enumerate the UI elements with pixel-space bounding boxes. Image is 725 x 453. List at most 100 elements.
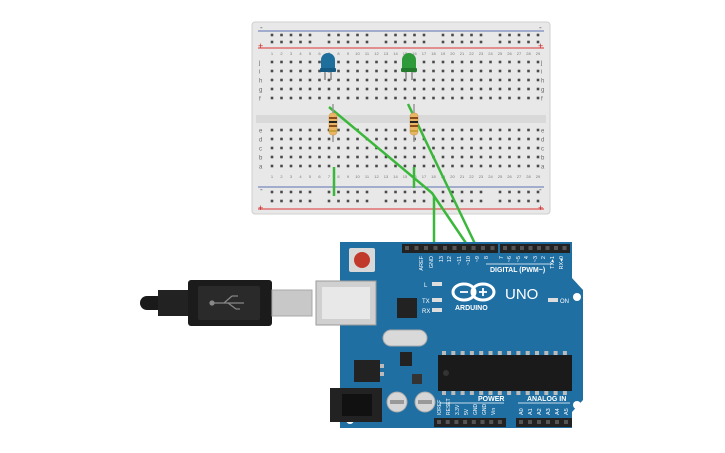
column-number: 16: [412, 51, 417, 56]
header-pin: [443, 246, 447, 250]
rail-hole: [337, 40, 340, 44]
rail-hole: [498, 33, 502, 37]
rail-hole: [394, 33, 397, 37]
row-letter: e: [541, 129, 545, 135]
wire-led-right-to-pin9[interactable]: [406, 103, 480, 251]
rail-hole: [536, 190, 540, 194]
breadboard-hole: [337, 164, 340, 168]
row-letter: c: [541, 147, 544, 153]
column-number: 12: [374, 174, 379, 179]
ic-pin: [442, 351, 446, 355]
breadboard-hole: [289, 78, 293, 82]
resistor-left[interactable]: [328, 104, 338, 142]
rail-hole: [441, 190, 445, 194]
breadboard-hole: [527, 96, 530, 100]
column-number: 17: [422, 51, 427, 56]
breadboard-hole: [479, 69, 483, 73]
breadboard-hole: [403, 164, 407, 168]
rail-hole: [403, 33, 407, 37]
rail-hole: [289, 190, 293, 194]
breadboard-hole: [460, 60, 464, 64]
rail-plus-label-bottom: +: [258, 203, 263, 213]
breadboard-hole: [517, 60, 521, 64]
breadboard-hole: [460, 87, 464, 91]
breadboard-hole: [365, 164, 369, 168]
rail-hole: [403, 40, 407, 44]
breadboard-hole: [508, 155, 511, 159]
breadboard-hole: [337, 128, 340, 132]
led-rx: [432, 308, 442, 312]
breadboard-hole: [270, 164, 274, 168]
ic-pin: [562, 351, 567, 355]
rail-hole: [460, 190, 464, 194]
rail-hole: [527, 33, 530, 37]
breadboard-hole: [413, 87, 416, 91]
rail-hole: [470, 40, 473, 44]
breadboard-hole: [508, 69, 511, 73]
breadboard-hole: [327, 137, 331, 141]
breadboard-hole: [384, 60, 388, 64]
breadboard-hole: [470, 137, 473, 141]
breadboard-hole: [479, 78, 483, 82]
breadboard-hole: [498, 164, 502, 168]
column-number: 2: [280, 51, 283, 56]
breadboard-hole: [384, 137, 388, 141]
breadboard-hole: [327, 146, 331, 150]
breadboard-hole: [346, 96, 350, 100]
resistor-right[interactable]: [409, 104, 419, 142]
breadboard-hole: [489, 137, 492, 141]
analog-pin-label: A3: [546, 408, 552, 415]
column-number: 18: [431, 51, 436, 56]
breadboard-hole: [308, 60, 312, 64]
reset-button[interactable]: [354, 252, 370, 268]
breadboard-hole: [460, 128, 464, 132]
breadboard-hole: [375, 164, 378, 168]
breadboard-hole: [508, 60, 511, 64]
rail-hole: [394, 199, 397, 203]
led-green[interactable]: [401, 53, 417, 80]
usb-cable[interactable]: [140, 280, 313, 326]
breadboard-hole: [432, 128, 435, 132]
breadboard-hole: [498, 137, 502, 141]
row-letter: g: [259, 88, 262, 94]
atmega-notch: [443, 370, 449, 376]
breadboard-hole: [318, 164, 321, 168]
led-blue[interactable]: [320, 53, 336, 80]
rail-hole: [517, 190, 521, 194]
breadboard-hole: [441, 137, 445, 141]
header-pin: [463, 420, 468, 424]
row-letter: h: [541, 79, 544, 85]
breadboard-hole: [517, 128, 521, 132]
column-number: 23: [479, 174, 484, 179]
breadboard-hole: [365, 155, 369, 159]
column-number: 13: [384, 174, 389, 179]
breadboard-hole: [280, 137, 283, 141]
breadboard-hole: [527, 78, 530, 82]
rail-hole: [299, 33, 302, 37]
breadboard-hole: [337, 146, 340, 150]
rail-minus-label-bottom-right: -: [539, 185, 542, 194]
breadboard-hole: [432, 137, 435, 141]
breadboard-hole: [470, 96, 473, 100]
column-number: 22: [469, 51, 474, 56]
breadboard-hole: [536, 78, 540, 82]
ic-pin: [544, 351, 549, 355]
rail-hole: [517, 40, 521, 44]
breadboard-hole: [489, 146, 492, 150]
breadboard-hole: [346, 69, 350, 73]
breadboard-hole: [384, 146, 388, 150]
header-pin: [490, 246, 495, 250]
breadboard-hole: [470, 69, 473, 73]
usb-icon: [209, 295, 244, 310]
breadboard-hole: [403, 96, 407, 100]
rail-hole: [451, 40, 454, 44]
wire-led-left-to-pin10[interactable]: [328, 106, 472, 250]
breadboard-hole: [356, 96, 359, 100]
column-number: 5: [309, 174, 312, 179]
rail-hole: [346, 40, 350, 44]
breadboard-hole: [280, 155, 283, 159]
column-number: 23: [479, 51, 484, 56]
